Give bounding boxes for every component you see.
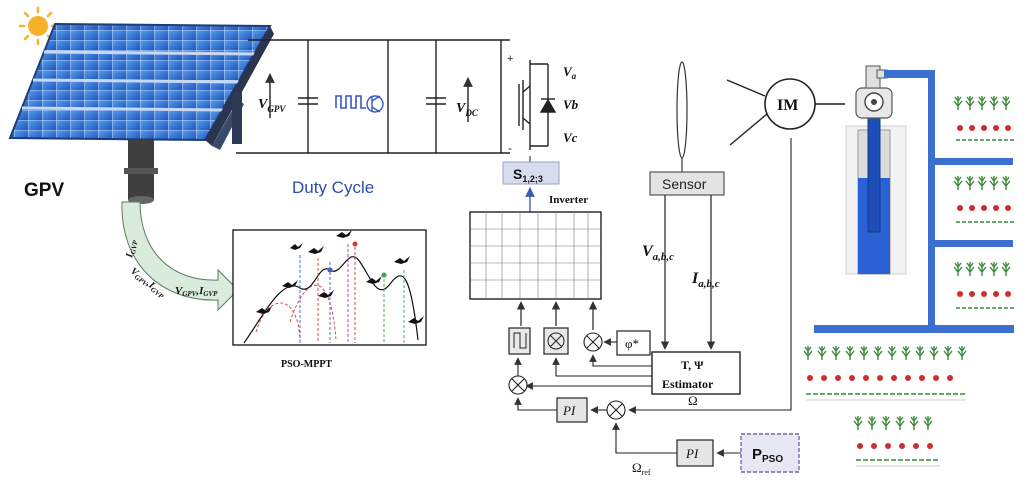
omega-label: Ω [688,393,698,408]
svg-text:IGVP: IGVP [124,238,140,260]
gpv-label: GPV [24,180,64,201]
pso-mppt-plot [232,229,427,346]
motor-label: IM [777,97,798,114]
p-pso-label: P [752,446,762,463]
transistor-icon [366,95,384,113]
irrigation-pipes [814,70,1014,333]
vgpv-igvp-isub: GVP [149,286,166,301]
mppt-input-v-sub: GPV [182,290,197,298]
inverter-label: Inverter [549,194,588,206]
data-flow-arrow [121,201,239,312]
igvp-label: I [124,251,136,259]
torque-summing-junction [508,375,528,395]
i-abc-label: I [691,270,699,287]
pump-icon [845,65,907,275]
i-abc-sub: a,b,c [698,278,720,290]
svg-text:Ia,b,c: Ia,b,c [691,270,720,290]
power-pi-label: PI [685,446,699,461]
igbt-icon [518,60,557,150]
estimator-block [651,351,741,395]
v-abc-sub: a,b,c [653,251,675,263]
solar-panel-icon [8,22,274,204]
v-dc-label: V [456,101,467,116]
pwm-signal-icon [335,95,366,109]
svg-text:VGPV: VGPV [258,97,286,114]
mppt-input-v: V [175,285,184,297]
phase-a-label: V [563,64,573,79]
mppt-input-i: I [198,285,204,297]
svg-text:S1,2;3: S1,2;3 [513,166,543,184]
cable-lens-icon [676,61,688,172]
estimator-line2: Estimator [662,377,714,391]
svg-text:PPSO: PPSO [752,446,783,465]
igvp-sub: GVP [129,239,140,255]
phase-b-label: Vb [563,97,579,112]
v-abc-label: V [642,243,654,260]
mppt-input-i-sub: GVP [203,290,218,298]
svg-text:VDC: VDC [456,101,479,118]
phi-ref-label: φ* [625,336,639,351]
svg-text:Va,b,c: Va,b,c [642,243,674,263]
p-pso-box [740,433,800,473]
v-gpv-label: V [258,97,269,112]
switch-sub: 1,2;3 [522,174,543,184]
vgpv-igvp-i: I [146,279,158,291]
motor-icon [726,78,845,146]
crop-field [803,95,1014,467]
switching-table [469,211,602,300]
plus-sign: + [507,53,513,65]
duty-cycle-label: Duty Cycle [292,178,374,197]
v-gpv-sub: GPV [267,104,286,114]
switch-label: S [513,166,522,182]
speed-pi-block [556,397,588,423]
phase-c-label: Vc [563,130,578,145]
speed-pi-label: PI [562,403,576,418]
phase-a-sub: a [572,71,577,81]
v-dc-sub: DC [464,108,478,118]
estimator-line1: T, Ψ [681,358,704,372]
sensor-label: Sensor [662,176,707,192]
omega-ref-sub: ref [642,468,651,477]
flux-summing-junction [583,332,603,352]
svg-text:VGPV,IGVP: VGPV,IGVP [175,285,218,298]
power-pi-block [676,439,714,467]
speed-summing-junction [606,400,626,420]
pso-mppt-label: PSO-MPPT [281,359,332,370]
sensor-block [649,171,725,196]
switch-signal-box [502,161,560,185]
svg-text:Va: Va [563,64,577,81]
minus-sign: - [508,141,512,155]
bird-icon [256,230,424,324]
omega-ref-label: Ω [632,460,642,475]
phi-ref-box [616,330,651,356]
svg-text:Ωref: Ωref [632,460,651,477]
dc-dc-converter [236,39,510,154]
p-pso-sub: PSO [762,454,783,465]
